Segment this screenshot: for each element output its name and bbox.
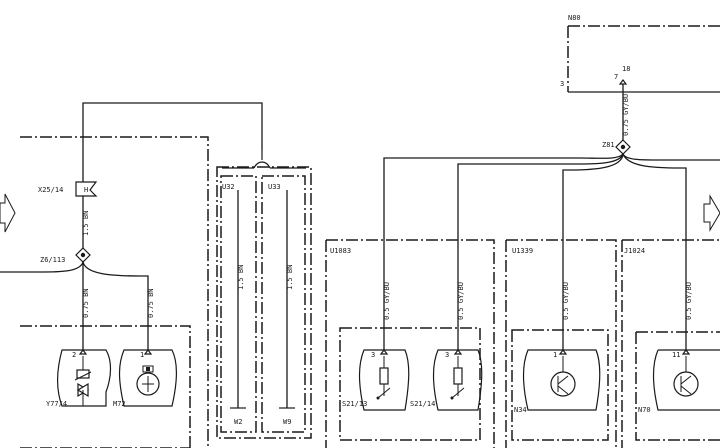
m72-pin-1: 1 (140, 351, 144, 359)
wire-label-u32: 1.5 BN (237, 265, 245, 290)
left-region-border (20, 136, 209, 448)
valve-y77-4[interactable]: 2 Y77/4 (46, 349, 112, 408)
z81-label: Z81 (602, 141, 615, 149)
s21-14-pin-3: 3 (445, 351, 449, 359)
wire-z6-left (0, 261, 84, 273)
x25-label: X25/14 (38, 186, 63, 194)
n70-label: N70 (638, 406, 651, 414)
n80-pin-7: 7 (614, 73, 618, 81)
wire-label-s13: 0.5 GY/BU (383, 282, 391, 320)
right-continuation-arrow-icon (703, 194, 720, 232)
y77-label: Y77/4 (46, 400, 67, 408)
region-j1024-border (621, 239, 720, 448)
wire-ground-bridge (253, 161, 271, 169)
ground-point-u32[interactable]: U32 1.5 BN W2 (220, 175, 257, 433)
m72-label: M72 (113, 400, 126, 408)
y77-pin-2: 2 (72, 351, 76, 359)
n80-label: N80 (568, 14, 581, 22)
n70-pin-11: 11 (672, 351, 680, 359)
wire-label-z81-in: 0.75 GY/BU (622, 94, 630, 136)
x25-pin: H (84, 186, 88, 194)
ground-point-u33[interactable]: U33 1.5 BN W9 (261, 175, 306, 433)
connector-x25-14[interactable]: H X25/14 (38, 181, 98, 197)
wire-label-n34: 0.5 GY/BU (562, 282, 570, 320)
splice-z81[interactable]: Z81 (602, 139, 631, 155)
n34-pin-1: 1 (553, 351, 557, 359)
left-continuation-arrow-icon (0, 193, 16, 233)
s21-13-pin-3: 3 (371, 351, 375, 359)
wire-label-bn-2: 0.75 BN (82, 288, 90, 318)
n34-label: N34 (514, 406, 527, 414)
wire-z81-s21-14 (457, 153, 624, 350)
wire-z6-m72 (82, 261, 149, 350)
box-s21-switches (339, 327, 481, 441)
wire-label-n70: 0.5 GY/BU (685, 282, 693, 320)
s21-14-label: S21/14 (410, 400, 435, 408)
region-u1083-border (325, 239, 495, 448)
component-box-y77-m72 (20, 325, 191, 448)
motor-m72[interactable]: 1 M72 (113, 349, 178, 408)
wire-label-s14: 0.5 GY/BU (457, 282, 465, 320)
j1024-label: J1024 (624, 247, 645, 255)
splice-z6-113[interactable]: Z6/113 (40, 247, 91, 264)
module-n34[interactable]: 1 N34 (511, 329, 609, 441)
wire-z81-n70 (622, 153, 687, 305)
wire-z81-n34 (562, 153, 624, 350)
region-u1339-border (505, 239, 617, 448)
ground-region-border (216, 166, 312, 439)
wire-z81-s21-13 (383, 153, 624, 305)
module-n70[interactable]: 11 N70 (635, 331, 720, 441)
wire-top-loop (82, 102, 263, 182)
s21-13-label: S21/13 (342, 400, 367, 408)
wire-label-u33: 1.5 BN (286, 265, 294, 290)
control-unit-n80[interactable]: N80 3 7 18 (560, 14, 720, 93)
z6-label: Z6/113 (40, 256, 65, 264)
w2-label: W2 (234, 418, 242, 426)
wire-label-bn-1: 1.5 BN (82, 211, 90, 236)
wire-z81-right-a (622, 153, 720, 161)
u33-label: U33 (268, 183, 281, 191)
wire-label-bn-3: 0.75 BN (147, 288, 155, 318)
u1083-label: U1083 (330, 247, 351, 255)
w9-label: W9 (283, 418, 291, 426)
u32-label: U32 (222, 183, 235, 191)
n80-pin-18: 18 (622, 65, 630, 73)
switch-s21-13[interactable]: 3 S21/13 (342, 349, 410, 411)
u1339-label: U1339 (512, 247, 533, 255)
n80-pin-3: 3 (560, 80, 564, 88)
switch-s21-14[interactable]: 3 S21/14 (410, 349, 483, 411)
